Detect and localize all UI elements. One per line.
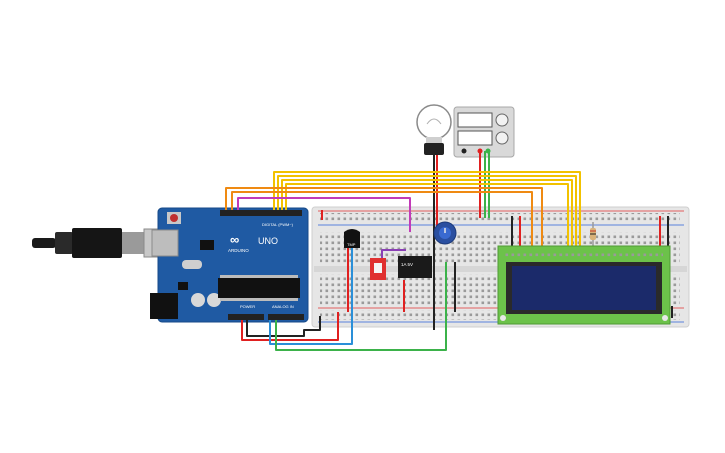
- arduino-uno-board[interactable]: ∞ ARDUINO UNO DIGITAL (PWM~) POWER ANALO…: [150, 207, 309, 323]
- arduino-brand-label: UNO: [258, 236, 278, 246]
- analog-pin-header[interactable]: [268, 314, 304, 320]
- relay-label: 1A 5V: [401, 262, 413, 267]
- analog-header-label: ANALOG IN: [272, 304, 294, 309]
- sensor-label: TMP: [347, 242, 356, 247]
- resistor: [590, 222, 596, 248]
- power-jack: [150, 293, 178, 319]
- lcd-screen: [512, 266, 656, 310]
- wires: [225, 151, 673, 351]
- light-bulb[interactable]: [416, 104, 452, 155]
- atmega-chip: [218, 278, 300, 298]
- power-supply[interactable]: [453, 106, 515, 158]
- arduino-maker-logo: ARDUINO: [228, 248, 249, 253]
- digital-pin-header[interactable]: [220, 210, 302, 216]
- potentiometer[interactable]: [433, 221, 457, 245]
- temperature-sensor[interactable]: TMP: [344, 229, 360, 248]
- lcd-display[interactable]: [497, 245, 671, 325]
- power-header-label: POWER: [240, 304, 255, 309]
- usb-cable: [32, 228, 173, 258]
- voltage-knob[interactable]: [495, 113, 509, 127]
- current-knob[interactable]: [495, 131, 509, 145]
- relay-module[interactable]: 1A 5V: [398, 256, 432, 278]
- slide-switch[interactable]: [370, 258, 386, 280]
- power-pin-header[interactable]: [228, 314, 264, 320]
- digital-header-label: DIGITAL (PWM~): [262, 222, 294, 227]
- arduino-logo-infinity: ∞: [230, 232, 239, 247]
